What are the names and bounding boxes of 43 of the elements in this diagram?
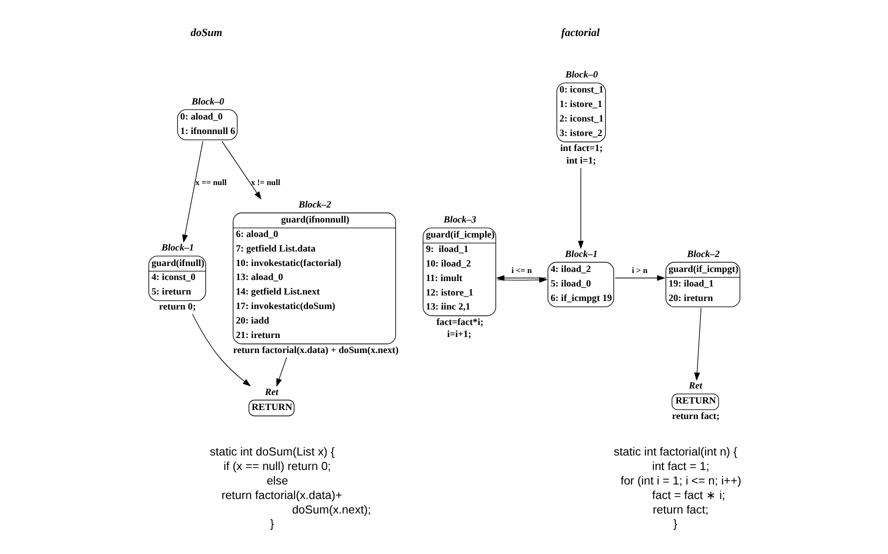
label: static int factorial(int n) { [614,446,738,459]
node-label: Block–3 [444,214,476,226]
arrow [614,275,666,281]
node-box: 4: iload_2 5: iload_0 6: if_icmpgt 19 [548,262,614,308]
label: return factorial(x.data)+ [221,488,342,502]
arrow [222,140,262,200]
node-label: int fact=1; [560,142,603,154]
label: return fact; [652,503,708,516]
arrow [496,275,547,281]
arrow [192,314,251,386]
label: static int doSum(List x) { [210,446,335,459]
node-label: return fact; [672,410,720,422]
label: else [266,474,288,488]
arrow [578,168,584,250]
node-box: 0: aload_0 1: ifnonnull 6 [177,109,238,140]
label: } [673,518,678,531]
node-label: Block–0 [565,70,598,81]
node-label: Block–1 [161,242,194,254]
node-label: Block–2 [298,200,332,211]
node-label: Block–1 [565,248,598,260]
node-label: Ret [688,380,702,392]
node-label: return factorial(x.data) + doSum(x.next) [233,344,399,356]
label: doSum(x.next); [292,503,372,516]
node-label: int i=1; [566,155,596,166]
label: doSum [190,27,222,40]
node-label: i=i+1; [447,329,472,340]
node-box: RETURN [248,400,294,416]
arrow [496,276,548,283]
node-label: Block–2 [687,248,720,260]
node-box: RETURN [672,394,719,410]
label: int fact = 1; [652,460,710,474]
arrow [182,140,204,243]
label: for (int i = 1; i <= n; i++) [620,474,742,488]
label: if (x == null) return 0; [224,460,331,474]
arrow [276,357,287,387]
node-label: Block–0 [192,96,224,108]
label: fact = fact ∗ i; [652,488,726,502]
label: factorial [561,27,600,40]
arrow [694,308,702,381]
label: } [270,518,274,531]
node-label: fact=fact*i; [436,316,484,328]
node-label: Ret [265,386,278,398]
node-label: return 0; [159,302,196,313]
